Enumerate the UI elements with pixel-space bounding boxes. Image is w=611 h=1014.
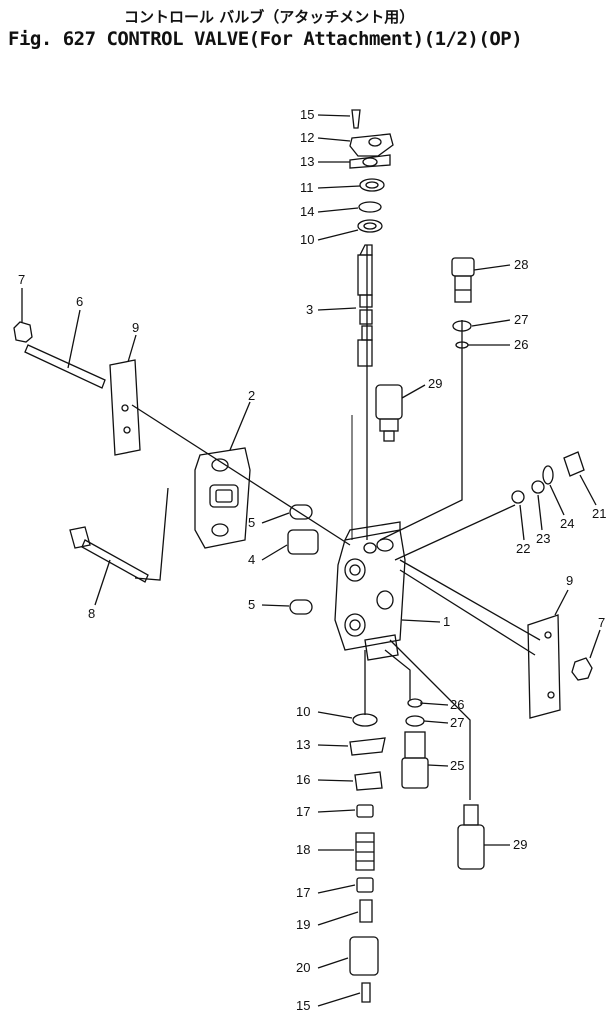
callout-17-lower: 17 bbox=[296, 885, 310, 900]
callout-11: 11 bbox=[300, 180, 314, 195]
callout-8: 8 bbox=[88, 606, 95, 621]
bracket-part-9-right bbox=[527, 614, 561, 719]
callout-13-bottom: 13 bbox=[296, 737, 310, 752]
ring-part-14 bbox=[358, 201, 382, 213]
plug-part-28 bbox=[451, 257, 475, 303]
callout-2: 2 bbox=[248, 388, 255, 403]
callout-6: 6 bbox=[76, 294, 83, 309]
callout-10-top: 10 bbox=[300, 232, 314, 247]
o-ring-part-27-top bbox=[452, 320, 472, 332]
callout-19: 19 bbox=[296, 917, 310, 932]
spring-part-18 bbox=[355, 832, 375, 871]
callout-7-left: 7 bbox=[18, 272, 25, 287]
stud-part-6 bbox=[24, 344, 106, 389]
callout-23: 23 bbox=[536, 531, 550, 546]
bolt-part-15-top bbox=[351, 109, 361, 129]
seat-part-17-upper bbox=[356, 804, 374, 818]
callout-15-bottom: 15 bbox=[296, 998, 310, 1013]
callout-1: 1 bbox=[443, 614, 450, 629]
gasket-part-4 bbox=[287, 529, 319, 555]
callout-13-top: 13 bbox=[300, 154, 314, 169]
callout-26-bottom: 26 bbox=[450, 697, 464, 712]
gasket-part-13 bbox=[349, 154, 391, 169]
callout-20: 20 bbox=[296, 960, 310, 975]
callout-5-upper: 5 bbox=[248, 515, 255, 530]
callout-28: 28 bbox=[514, 257, 528, 272]
spring-part-23 bbox=[531, 480, 545, 494]
callout-5-lower: 5 bbox=[248, 597, 255, 612]
bolt-part-15-bottom bbox=[361, 982, 371, 1003]
screw-part-19 bbox=[359, 899, 373, 923]
nut-part-7-right bbox=[571, 657, 593, 681]
seat-part-17-lower bbox=[356, 877, 374, 893]
callout-3: 3 bbox=[306, 302, 313, 317]
callout-18: 18 bbox=[296, 842, 310, 857]
callout-25: 25 bbox=[450, 758, 464, 773]
nut-part-7-left bbox=[13, 321, 33, 343]
cap-part-16 bbox=[354, 771, 383, 791]
callout-4: 4 bbox=[248, 552, 255, 567]
o-ring-part-27-bottom bbox=[405, 715, 425, 727]
callout-26-top: 26 bbox=[514, 337, 528, 352]
spool-part-3 bbox=[357, 244, 373, 367]
callout-21: 21 bbox=[592, 506, 606, 521]
o-ring-part-5-lower bbox=[289, 599, 313, 615]
callout-labels: 15 12 13 11 14 10 3 28 27 26 29 7 6 9 2 … bbox=[18, 107, 606, 1013]
figure-title: Fig. 627 CONTROL VALVE(For Attachment)(1… bbox=[8, 28, 523, 50]
callout-22: 22 bbox=[516, 541, 530, 556]
callout-16: 16 bbox=[296, 772, 310, 787]
seal-part-11 bbox=[359, 178, 385, 192]
ball-part-22 bbox=[511, 490, 525, 504]
callout-9-left: 9 bbox=[132, 320, 139, 335]
callout-29-top: 29 bbox=[428, 376, 442, 391]
callout-7-right: 7 bbox=[598, 615, 605, 630]
o-ring-part-24 bbox=[542, 465, 554, 485]
bracket-part-9-left bbox=[109, 359, 141, 456]
valve-body-part-1 bbox=[334, 521, 406, 661]
gasket-part-13-bottom bbox=[349, 737, 386, 756]
end-cover-part-2 bbox=[194, 447, 251, 549]
relief-valve-part-29-bottom bbox=[457, 804, 485, 870]
callout-15-top: 15 bbox=[300, 107, 314, 122]
figure-title-japanese: コントロール バルブ（アタッチメント用） bbox=[124, 8, 415, 26]
callout-14: 14 bbox=[300, 204, 314, 219]
callout-12: 12 bbox=[300, 130, 314, 145]
callout-10-bottom: 10 bbox=[296, 704, 310, 719]
o-ring-part-5-upper bbox=[289, 504, 313, 520]
callout-27-top: 27 bbox=[514, 312, 528, 327]
callout-27-bottom: 27 bbox=[450, 715, 464, 730]
seal-part-10-bottom bbox=[352, 713, 378, 727]
callout-9-right: 9 bbox=[566, 573, 573, 588]
relief-valve-part-29-top bbox=[375, 384, 403, 442]
callout-17-upper: 17 bbox=[296, 804, 310, 819]
callout-29-bottom: 29 bbox=[513, 837, 527, 852]
o-ring-part-26-bottom bbox=[407, 698, 423, 708]
callout-24: 24 bbox=[560, 516, 574, 531]
seal-part-10-top bbox=[357, 219, 383, 233]
valve-part-25 bbox=[401, 731, 429, 789]
plug-part-21 bbox=[563, 451, 585, 477]
cap-part-20 bbox=[349, 936, 379, 976]
bolt-part-8 bbox=[69, 526, 91, 549]
